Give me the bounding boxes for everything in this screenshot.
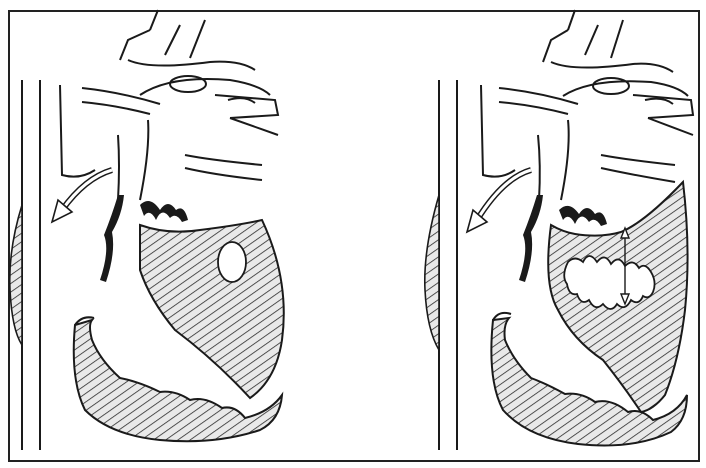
vena-cava (22, 80, 40, 450)
left-heart-diagram (0, 0, 346, 468)
left-heart-svg (0, 0, 346, 468)
left-ventricle (140, 220, 284, 398)
flow-arrow (467, 170, 531, 232)
atrial-wall (10, 205, 22, 345)
ventricular-opening (218, 242, 246, 282)
pulmonary-artery (82, 88, 278, 180)
right-heart-svg (353, 0, 699, 468)
ascending-aorta (481, 85, 569, 200)
ascending-aorta (60, 85, 148, 200)
right-heart-diagram (353, 0, 699, 468)
atrial-wall (425, 195, 439, 350)
aortic-arch (120, 10, 270, 103)
aortic-arch (543, 10, 688, 104)
vena-cava (439, 80, 457, 450)
flow-arrow (52, 170, 112, 222)
